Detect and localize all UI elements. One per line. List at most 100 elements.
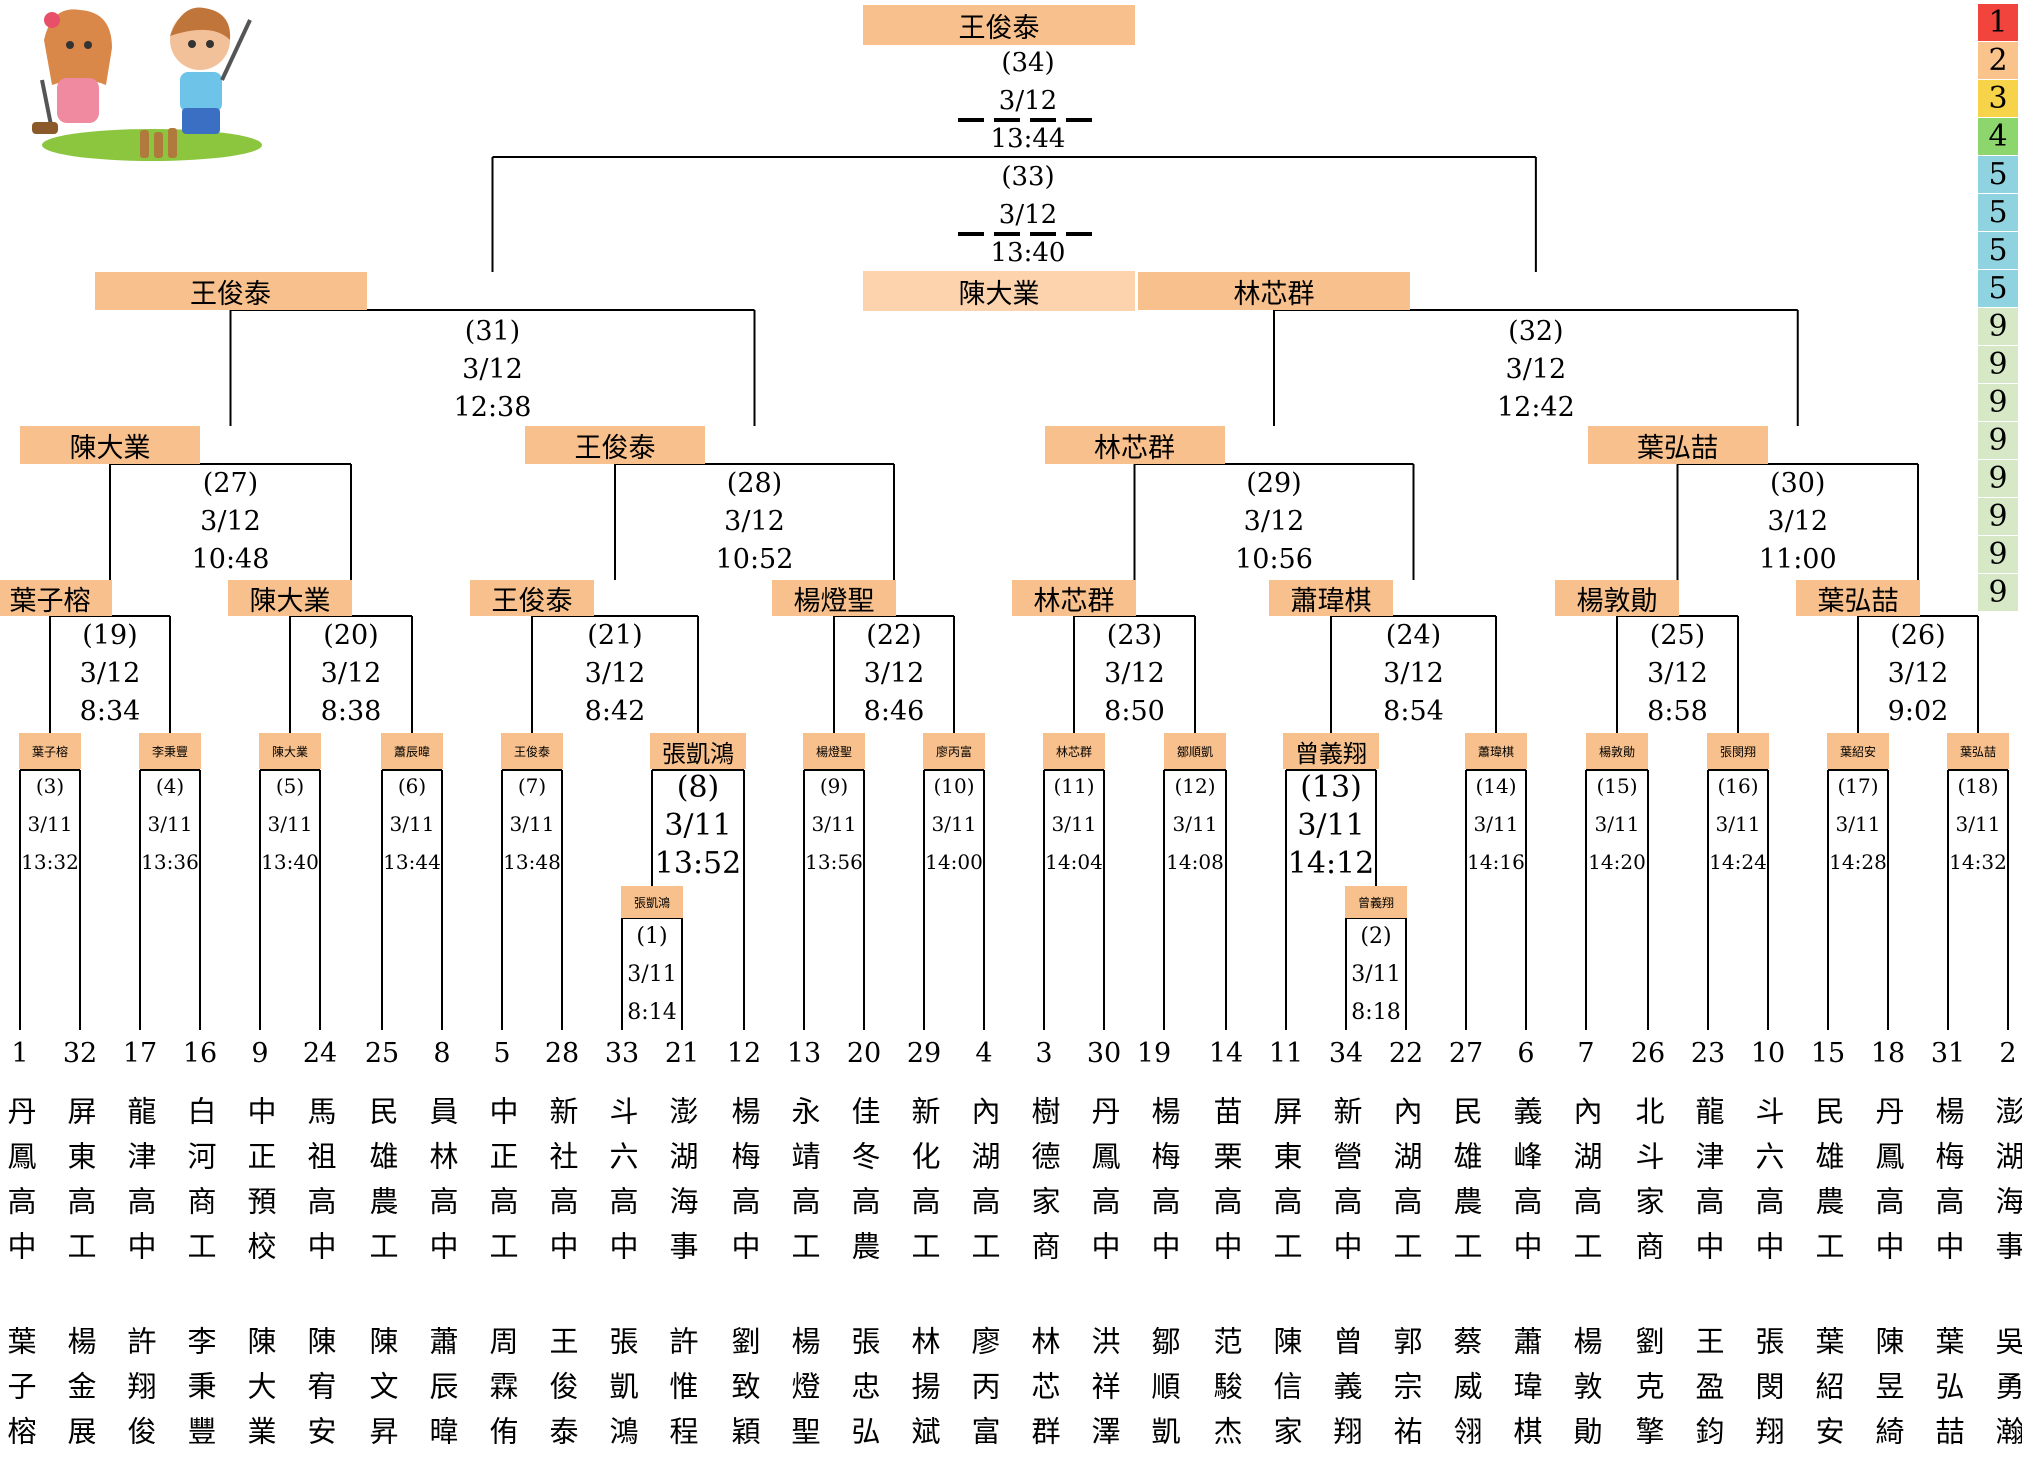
match-time: 14:24 [1709, 850, 1767, 874]
rank-strip-cell: 9 [1978, 536, 2018, 573]
player-school: 佳冬高農 [847, 1096, 881, 1276]
player-school: 屏東高工 [1269, 1096, 1303, 1276]
r32-winner-box: 張凱鴻 [650, 733, 746, 769]
match-date: 3/11 [1172, 812, 1218, 836]
match-time: 14:08 [1166, 850, 1224, 874]
seed-number: 27 [1448, 1038, 1484, 1069]
player-school: 楊梅高中 [1147, 1096, 1181, 1276]
player-name: 許惟程 [665, 1326, 699, 1461]
match-time: 8:46 [863, 696, 925, 727]
seed-number: 22 [1388, 1038, 1424, 1069]
player-name: 張凱鴻 [605, 1326, 639, 1461]
prelim-winner-box: 曾義翔 [1345, 886, 1407, 918]
match-time: 13:56 [805, 850, 863, 874]
seed-number: 19 [1136, 1038, 1172, 1069]
player-school: 義峰高中 [1509, 1096, 1543, 1276]
match-number: (13) [1300, 770, 1362, 805]
seed-number: 16 [182, 1038, 218, 1069]
qf-winner-box: 陳大業 [20, 426, 200, 464]
match-date: 3/11 [1715, 812, 1761, 836]
match-time: 8:38 [320, 696, 382, 727]
player-school: 楊梅高中 [1931, 1096, 1965, 1276]
r16-winner-box: 楊燈聖 [772, 580, 896, 616]
match-number: (27) [202, 468, 259, 499]
match-time: 13:40 [261, 850, 319, 874]
player-name: 王俊泰 [545, 1326, 579, 1461]
match-date: 3/11 [627, 962, 677, 987]
qf-winner-box: 葉弘喆 [1587, 426, 1768, 464]
match-number: (10) [933, 774, 975, 798]
match-date: 3/12 [863, 658, 925, 689]
r32-winner-box: 蕭瑋棋 [1465, 733, 1527, 769]
player-name: 林揚斌 [907, 1326, 941, 1461]
match-date: 3/12 [320, 658, 382, 689]
match-date: 3/11 [1351, 962, 1401, 987]
player-name: 廖丙富 [967, 1326, 1001, 1461]
player-school: 龍津高中 [1691, 1096, 1725, 1276]
match-number: (11) [1053, 774, 1095, 798]
r32-winner-box: 林芯群 [1043, 733, 1105, 769]
match-time: 14:28 [1829, 850, 1887, 874]
player-school: 民雄農工 [1811, 1096, 1845, 1276]
seed-number: 3 [1035, 1038, 1053, 1069]
match-date: 3/12 [79, 658, 141, 689]
match-number: (20) [323, 620, 379, 651]
seed-number: 11 [1268, 1038, 1304, 1069]
seed-number: 33 [604, 1038, 640, 1069]
player-school: 新社高中 [545, 1096, 579, 1276]
seed-number: 31 [1930, 1038, 1966, 1069]
seed-number: 21 [664, 1038, 700, 1069]
r16-winner-box: 王俊泰 [470, 580, 594, 616]
seed-number: 15 [1810, 1038, 1846, 1069]
match-time: 14:12 [1287, 846, 1375, 881]
seed-number: 28 [544, 1038, 580, 1069]
match-number: (17) [1837, 774, 1879, 798]
player-name: 葉弘喆 [1931, 1326, 1965, 1461]
match-number: (15) [1596, 774, 1638, 798]
match-time: 10:48 [191, 544, 270, 575]
third-match-date: 3/12 [998, 200, 1058, 230]
match-time: 9:02 [1887, 696, 1949, 727]
player-school: 新營高中 [1329, 1096, 1363, 1276]
match-number: (18) [1957, 774, 1999, 798]
seed-number: 12 [726, 1038, 762, 1069]
match-time: 11:00 [1758, 544, 1837, 575]
seed-number: 25 [364, 1038, 400, 1069]
rank-strip-cell: 9 [1978, 384, 2018, 421]
seed-number: 23 [1690, 1038, 1726, 1069]
r32-winner-box: 陳大業 [259, 733, 321, 769]
match-time: 12:42 [1496, 392, 1575, 423]
match-number: (7) [517, 774, 547, 798]
player-name: 張忠弘 [847, 1326, 881, 1461]
r32-winner-box: 葉紹安 [1827, 733, 1889, 769]
match-time: 12:38 [453, 392, 532, 423]
match-number: (14) [1475, 774, 1517, 798]
rank-strip-cell: 5 [1978, 270, 2018, 307]
seed-number: 24 [302, 1038, 338, 1069]
player-name: 吳勇瀚 [1991, 1326, 2022, 1461]
player-school: 丹鳳高中 [3, 1096, 37, 1276]
player-name: 陳宥安 [303, 1326, 337, 1461]
match-time: 13:48 [503, 850, 561, 874]
match-time: 8:50 [1104, 696, 1165, 727]
final-match-number: (34) [1001, 48, 1055, 78]
r32-winner-box: 李秉豐 [139, 733, 201, 769]
sf-winner-box: 王俊泰 [94, 272, 367, 310]
match-number: (9) [819, 774, 849, 798]
r32-winner-box: 鄒順凱 [1164, 733, 1226, 769]
seed-number: 34 [1328, 1038, 1364, 1069]
seed-number: 30 [1086, 1038, 1122, 1069]
player-name: 楊敦勛 [1569, 1326, 1603, 1461]
player-name: 葉子榕 [3, 1326, 37, 1461]
match-time: 13:44 [383, 850, 441, 874]
match-number: (22) [866, 620, 922, 651]
seed-number: 5 [493, 1038, 511, 1069]
match-date: 3/12 [200, 506, 261, 537]
player-school: 白河商工 [183, 1096, 217, 1276]
match-time: 13:52 [654, 846, 742, 881]
player-school: 中正高工 [485, 1096, 519, 1276]
prelim-winner-box: 張凱鴻 [621, 886, 683, 918]
rank-strip-cell: 4 [1978, 118, 2018, 155]
player-school: 民雄農工 [365, 1096, 399, 1276]
